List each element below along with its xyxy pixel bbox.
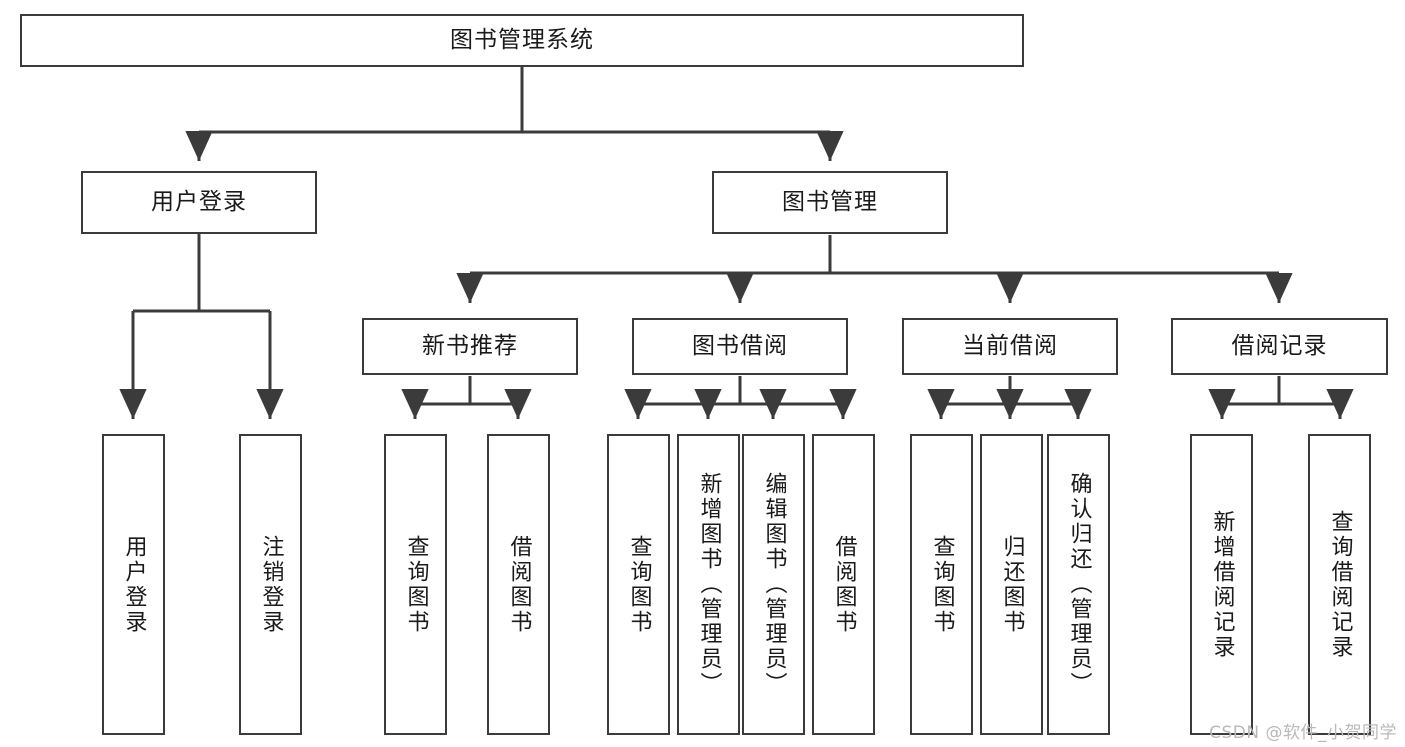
node-label: 确认归还（管理员） [1066,472,1092,697]
node-label: 编辑图书（管理员） [761,472,787,697]
node-label: 新书推荐 [422,332,518,359]
node-label: 查询图书 [403,534,429,635]
leaf-confirm-return-admin[interactable]: 确认归还（管理员） [1047,434,1110,735]
leaf-add-book-admin[interactable]: 新增图书（管理员） [677,434,740,735]
leaf-add-borrow-record[interactable]: 新增借阅记录 [1190,434,1253,735]
node-book-management[interactable]: 图书管理 [712,171,948,234]
node-borrow-record[interactable]: 借阅记录 [1171,318,1388,375]
node-label: 图书管理系统 [450,26,594,53]
node-new-book-recommend[interactable]: 新书推荐 [362,318,578,375]
leaf-query-book-borrow[interactable]: 查询图书 [607,434,670,735]
node-label: 新增借阅记录 [1209,509,1235,660]
leaf-user-login[interactable]: 用户登录 [102,434,165,735]
node-label: 借阅记录 [1231,332,1328,359]
node-label: 用户登录 [151,188,247,215]
leaf-borrow-book[interactable]: 借阅图书 [812,434,875,735]
node-label: 查询图书 [929,534,955,635]
node-label: 注销登录 [258,534,284,635]
watermark-text: CSDN @软件_小贺同学 [1209,723,1397,743]
leaf-logout[interactable]: 注销登录 [239,434,302,735]
node-book-borrow[interactable]: 图书借阅 [632,318,848,375]
node-label: 用户登录 [121,534,147,635]
node-label: 新增图书（管理员） [696,472,722,697]
leaf-return-book[interactable]: 归还图书 [980,434,1043,735]
leaf-query-book-current[interactable]: 查询图书 [910,434,973,735]
node-current-borrow[interactable]: 当前借阅 [902,318,1118,375]
node-root-book-management-system[interactable]: 图书管理系统 [20,14,1024,67]
node-label: 当前借阅 [962,332,1058,359]
node-label: 借阅图书 [506,534,532,635]
node-label: 查询借阅记录 [1327,509,1353,660]
leaf-borrow-book-recommend[interactable]: 借阅图书 [487,434,550,735]
leaf-query-borrow-record[interactable]: 查询借阅记录 [1308,434,1371,735]
node-label: 图书借阅 [692,332,788,359]
node-user-login[interactable]: 用户登录 [81,171,317,234]
node-label: 归还图书 [999,534,1025,635]
node-label: 借阅图书 [831,534,857,635]
node-label: 查询图书 [626,534,652,635]
leaf-query-book-recommend[interactable]: 查询图书 [384,434,447,735]
leaf-edit-book-admin[interactable]: 编辑图书（管理员） [742,434,805,735]
node-label: 图书管理 [782,188,878,215]
